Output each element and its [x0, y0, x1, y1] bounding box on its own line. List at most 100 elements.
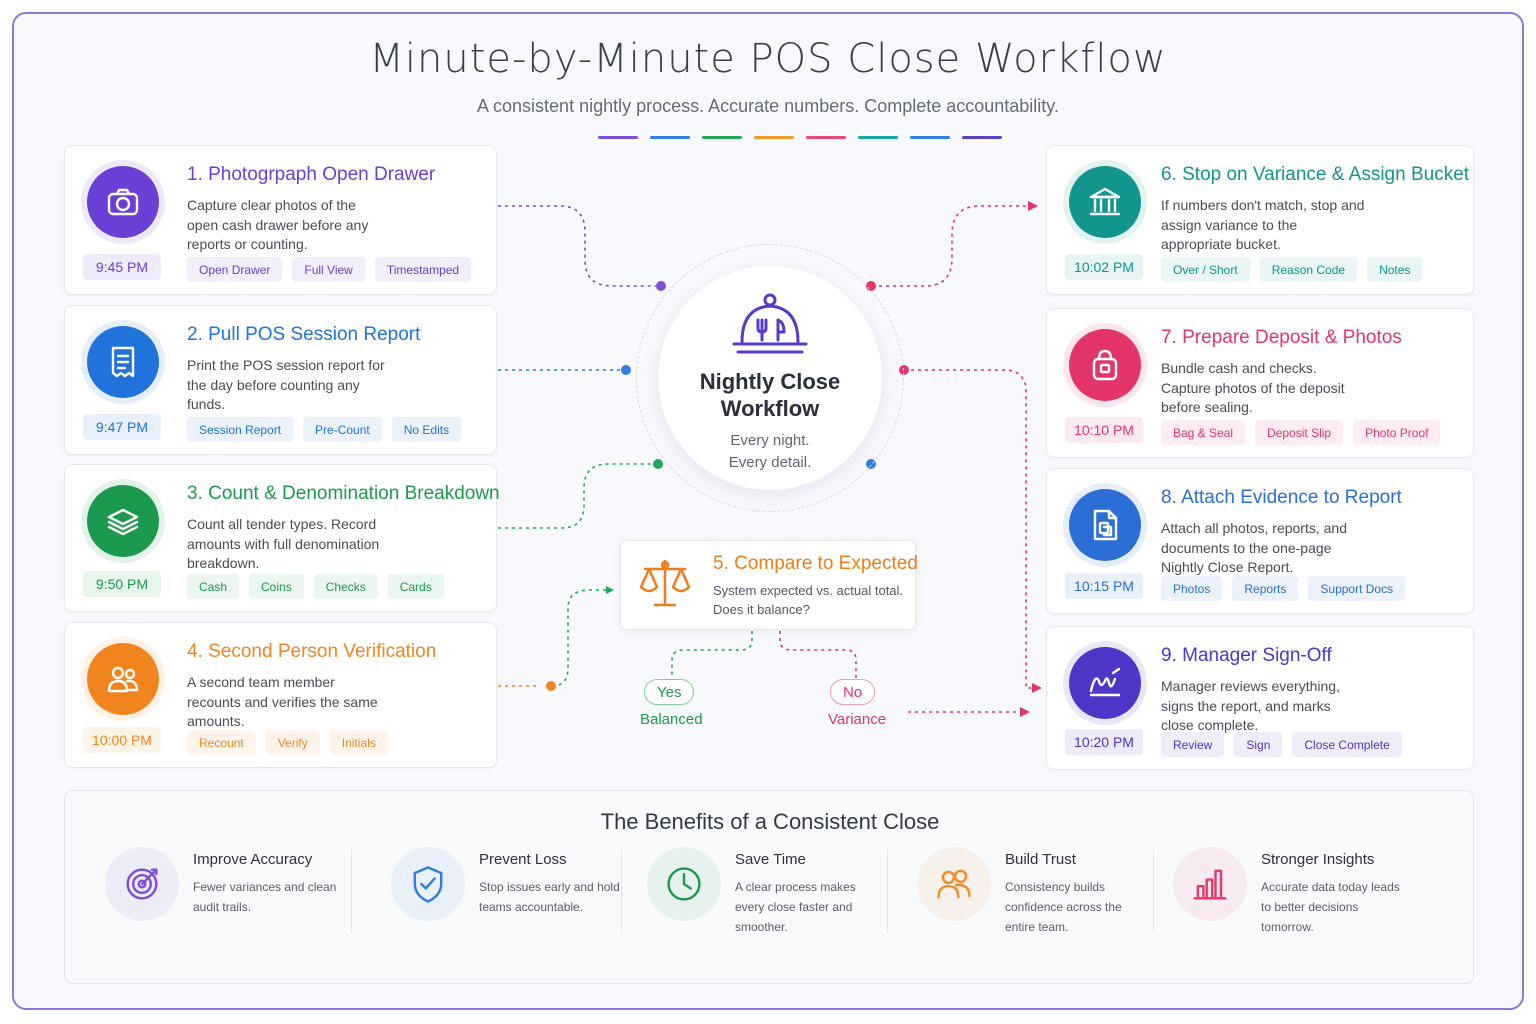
step-tag: Close Complete [1292, 732, 1402, 757]
step-title: 1. Photogrpaph Open Drawer [187, 164, 436, 185]
benefit-desc: Accurate data today leads to better deci… [1261, 880, 1400, 934]
step-tag: Timestamped [374, 257, 472, 282]
step-tag: Recount [187, 730, 256, 755]
step-title: 9. Manager Sign-Off [1161, 645, 1332, 666]
step-desc: Count all tender types. Record amounts w… [187, 516, 380, 571]
step-desc: Bundle cash and checks. Capture photos o… [1161, 360, 1345, 415]
step-desc: A second team member recounts and verifi… [187, 674, 378, 729]
step-tag: Over / Short [1161, 257, 1250, 282]
benefit-divider [887, 849, 888, 933]
scale-icon [639, 559, 691, 607]
step-time: 9:45 PM [83, 254, 161, 280]
dash [910, 136, 950, 139]
step-tag: Bag & Seal [1161, 420, 1246, 445]
step-title: 6. Stop on Variance & Assign Bucket [1161, 164, 1470, 185]
step-tags: Open Drawer Full View Timestamped [187, 257, 472, 282]
step-tag: Verify [265, 730, 320, 755]
hub-title-line: Workflow [720, 396, 820, 421]
target-icon [105, 847, 179, 921]
step-time: 10:20 PM [1065, 729, 1143, 755]
step-tag: Sign [1234, 732, 1283, 757]
step-tag: Review [1161, 732, 1225, 757]
camera-icon [87, 166, 159, 238]
dash [858, 136, 898, 139]
step-tag: Support Docs [1308, 576, 1406, 601]
step-desc: Manager reviews everything, signs the re… [1161, 678, 1340, 733]
bank-icon [1069, 166, 1141, 238]
step-tags: Photos Reports Support Docs [1161, 576, 1406, 601]
benefits-title: The Benefits of a Consistent Close [600, 809, 940, 834]
variance-label: Variance [828, 711, 887, 728]
step-tag: Reason Code [1259, 257, 1358, 282]
dash [962, 136, 1002, 139]
step-tag: No Edits [391, 417, 462, 442]
step-tag: Cards [387, 574, 444, 599]
cash-stack-icon [87, 485, 159, 557]
step-time: 10:02 PM [1065, 254, 1143, 280]
hub-center: Nightly Close Workflow Every night. Ever… [658, 266, 882, 490]
step-title: 4. Second Person Verification [187, 641, 437, 662]
step-card-6: 10:02 PM 6. Stop on Variance & Assign Buc… [1046, 145, 1474, 295]
benefit-desc: Consistency builds confidence across the… [1005, 880, 1122, 934]
deposit-bag-icon [1069, 329, 1141, 401]
compare-title: 5. Compare to Expected [713, 553, 918, 574]
step-title: 2. Pull POS Session Report [187, 324, 421, 345]
document-icon [1069, 489, 1141, 561]
benefit-title: Stronger Insights [1261, 851, 1375, 868]
step-tags: Review Sign Close Complete [1161, 732, 1402, 757]
benefit-desc: Fewer variances and clean audit trails. [193, 880, 337, 914]
step-tag: Open Drawer [187, 257, 283, 282]
step-title: 3. Count & Denomination Breakdown [187, 483, 500, 504]
balanced-label: Balanced [640, 711, 703, 728]
users-icon [87, 643, 159, 715]
step-tag: Cash [187, 574, 240, 599]
step-tag: Coins [249, 574, 304, 599]
receipt-icon [87, 326, 159, 398]
step-tags: Over / Short Reason Code Notes [1161, 257, 1423, 282]
step-tag: Notes [1367, 257, 1423, 282]
dash [806, 136, 846, 139]
dash [702, 136, 742, 139]
dash [598, 136, 638, 139]
step-tag: Reports [1232, 576, 1299, 601]
benefits-panel: The Benefits of a Consistent Close Impro… [64, 790, 1474, 984]
step-tag: Initials [329, 730, 388, 755]
benefit-desc: A clear process makes every close faster… [735, 880, 856, 934]
benefit-divider [621, 849, 622, 933]
page-title: Minute-by-Minute POS Close Workflow [369, 36, 1167, 82]
step-tag: Session Report [187, 417, 294, 442]
step-tag: Photos [1161, 576, 1223, 601]
hub-title: Nightly Close Workflow [658, 368, 882, 422]
hub-title-line: Nightly Close [699, 369, 841, 394]
step-desc: Attach all photos, reports, and document… [1161, 520, 1347, 575]
step-time: 9:50 PM [83, 571, 161, 597]
step-desc: Print the POS session report for the day… [187, 357, 385, 412]
color-dashes [598, 136, 1002, 139]
step-time: 10:15 PM [1065, 573, 1143, 599]
benefit-divider [351, 849, 352, 933]
benefit-title: Prevent Loss [479, 851, 567, 868]
step-desc: If numbers don't match, stop and assign … [1161, 197, 1365, 252]
hub-sub-line: Every night. [730, 432, 810, 449]
benefit-title: Build Trust [1005, 851, 1076, 868]
hub-ring [636, 244, 904, 512]
step-time: 10:10 PM [1065, 417, 1143, 443]
step-desc: Capture clear photos of the open cash dr… [187, 197, 369, 252]
shield-check-icon [391, 847, 465, 921]
step-tag: Full View [292, 257, 365, 282]
cloche-icon [732, 293, 808, 354]
step-card-3: 9:50 PM 3. Count & Denomination Breakdown… [64, 464, 500, 612]
benefit-divider [1153, 849, 1154, 933]
